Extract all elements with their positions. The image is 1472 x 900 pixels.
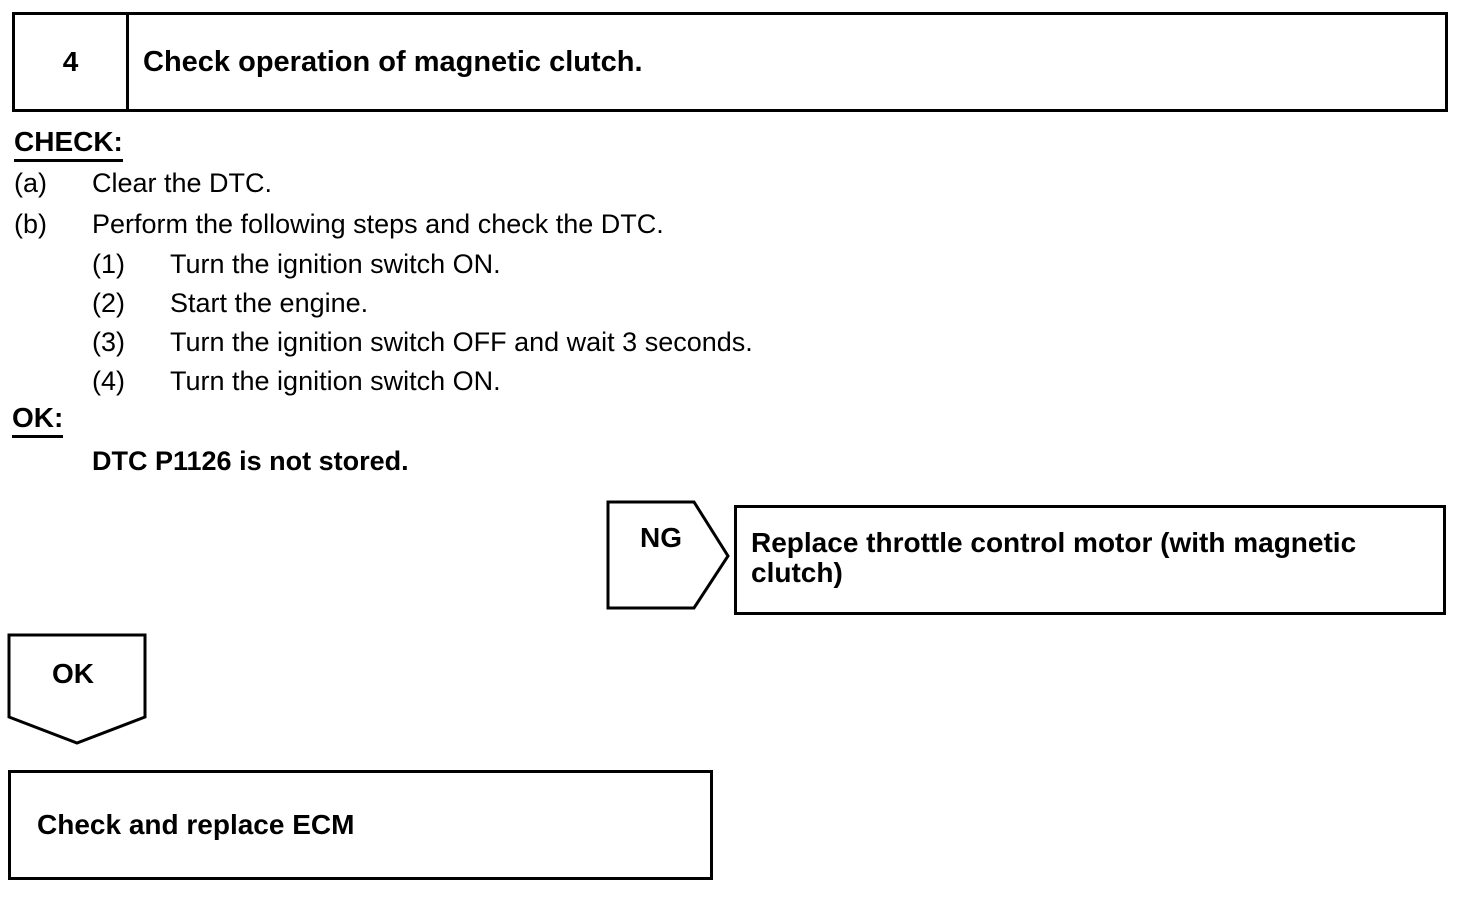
substep-text-1: Turn the ignition switch ON. xyxy=(170,249,501,279)
step-title: Check operation of magnetic clutch. xyxy=(143,45,643,78)
ok-condition: DTC P1126 is not stored. xyxy=(92,446,409,476)
substep-marker-1: (1) xyxy=(92,249,125,279)
ok-result-text: Check and replace ECM xyxy=(37,809,355,840)
substep-text-3: Turn the ignition switch OFF and wait 3 … xyxy=(170,327,753,357)
ng-label: NG xyxy=(640,522,682,553)
ok-result-box: Check and replace ECM xyxy=(8,770,713,880)
substep-marker-2: (2) xyxy=(92,288,125,318)
ok-heading: OK: xyxy=(12,402,64,438)
ng-arrow-shape xyxy=(606,500,730,610)
check-item-text-a: Clear the DTC. xyxy=(92,168,273,198)
substep-text-4: Turn the ignition switch ON. xyxy=(170,366,501,396)
step-header: 4 Check operation of magnetic clutch. xyxy=(12,12,1448,112)
ok-arrow-shape xyxy=(7,633,147,745)
substep-text-2: Start the engine. xyxy=(170,288,369,318)
step-number: 4 xyxy=(15,15,129,109)
check-heading: CHECK: xyxy=(14,126,123,162)
check-item-text-b: Perform the following steps and check th… xyxy=(92,209,664,239)
ok-label: OK xyxy=(52,658,94,689)
ng-result-text: Replace throttle control motor (with mag… xyxy=(751,527,1357,588)
check-item-marker-b: (b) xyxy=(14,209,47,239)
ng-result-box: Replace throttle control motor (with mag… xyxy=(734,505,1446,615)
substep-marker-4: (4) xyxy=(92,366,125,396)
substep-marker-3: (3) xyxy=(92,327,125,357)
check-item-marker-a: (a) xyxy=(14,168,47,198)
